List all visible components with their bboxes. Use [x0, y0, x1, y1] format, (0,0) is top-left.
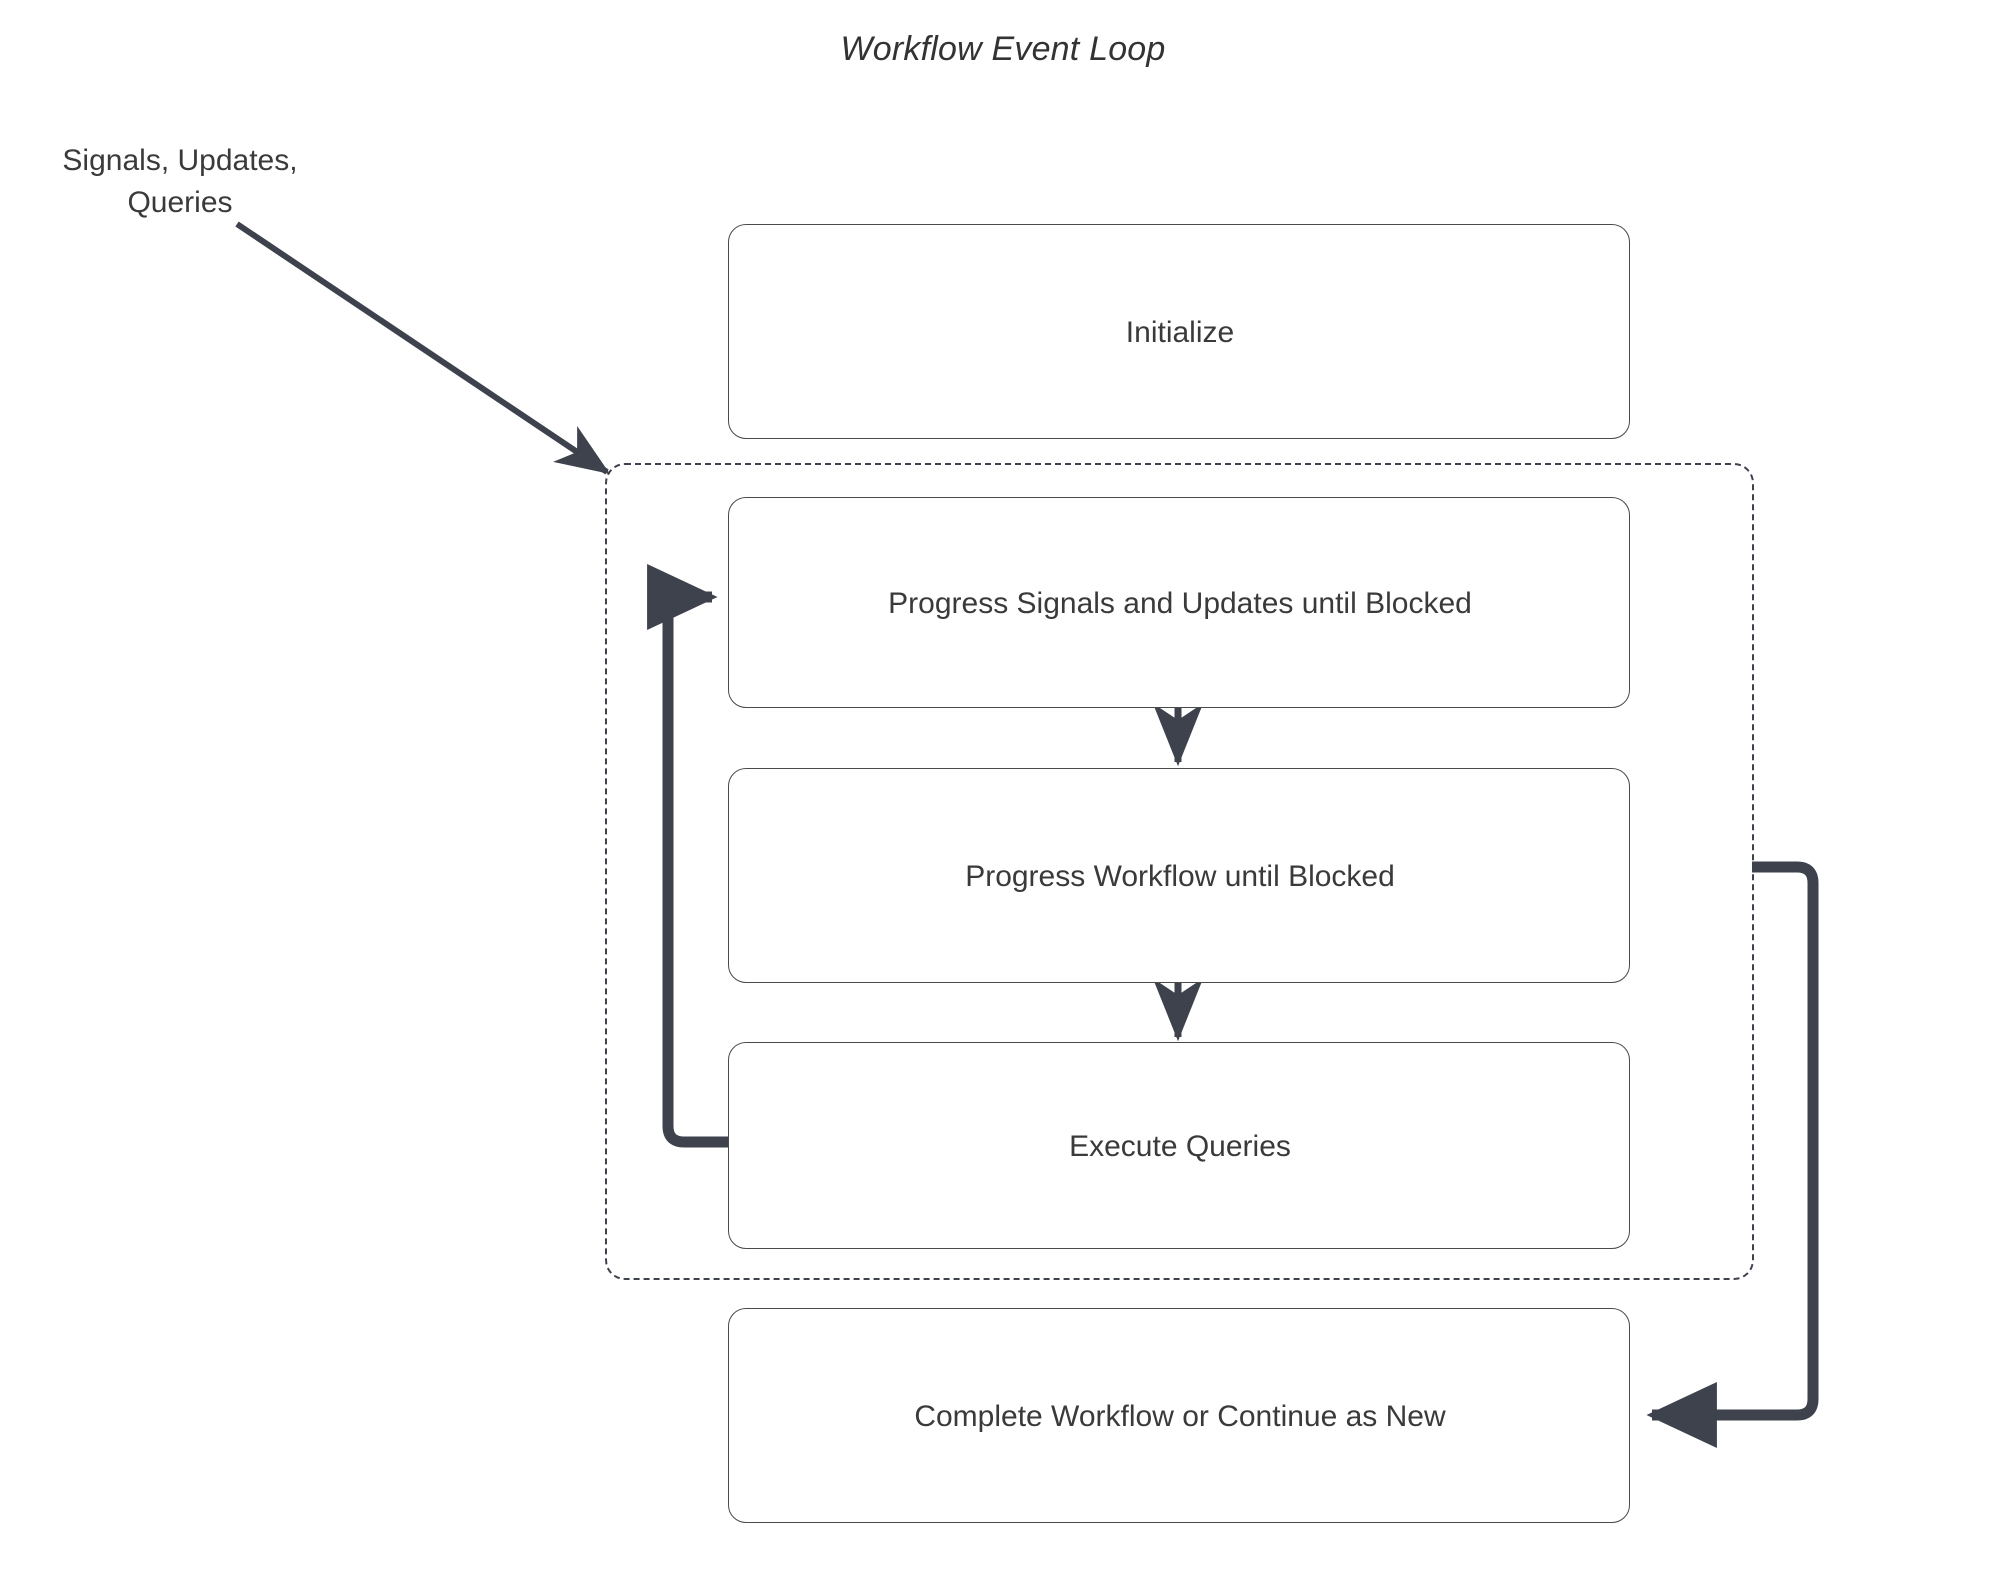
node-progress-signals-updates-label: Progress Signals and Updates until Block…: [888, 587, 1472, 620]
node-progress-signals-updates[interactable]: Progress Signals and Updates until Block…: [728, 497, 1630, 708]
node-progress-workflow-label: Progress Workflow until Blocked: [965, 860, 1395, 893]
node-execute-queries[interactable]: Execute Queries: [728, 1042, 1630, 1249]
node-progress-workflow[interactable]: Progress Workflow until Blocked: [728, 768, 1630, 983]
node-complete-workflow[interactable]: Complete Workflow or Continue as New: [728, 1308, 1630, 1523]
event-loop-dashed-container: [605, 463, 1754, 1280]
external-input-arrow: [235, 221, 610, 475]
arrow-loop-exit: [1646, 861, 1819, 1448]
external-input-label-line-2: Queries: [127, 186, 233, 219]
node-initialize[interactable]: Initialize: [728, 224, 1630, 439]
diagram-title: Workflow Event Loop: [840, 30, 1166, 68]
external-input-label-line-1: Signals, Updates,: [62, 144, 298, 177]
external-input-label: Signals, Updates, Queries: [20, 140, 340, 224]
node-complete-workflow-label: Complete Workflow or Continue as New: [914, 1400, 1446, 1433]
node-initialize-label: Initialize: [1125, 316, 1235, 349]
arrow-loop-back: [647, 564, 728, 1148]
node-execute-queries-label: Execute Queries: [1069, 1130, 1291, 1163]
